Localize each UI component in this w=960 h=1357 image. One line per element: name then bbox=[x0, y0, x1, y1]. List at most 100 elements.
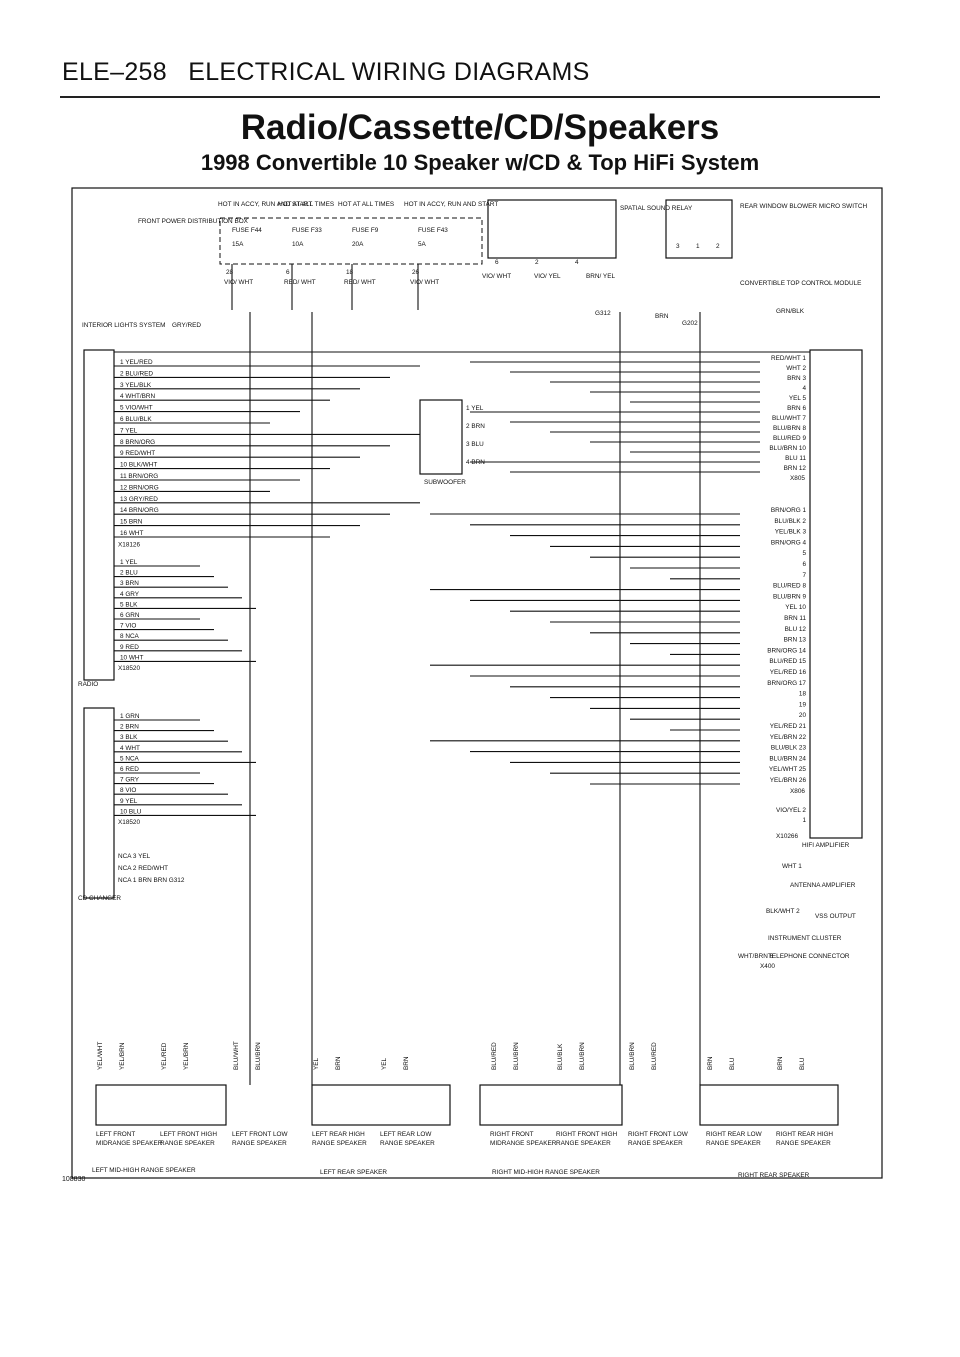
speaker-wire-label: YEL/BRN bbox=[119, 1042, 126, 1070]
page-number: ELE–258 bbox=[62, 58, 167, 86]
instrument-cluster-label: INSTRUMENT CLUSTER bbox=[768, 935, 842, 942]
relay-wire: VIO/ YEL bbox=[534, 273, 561, 280]
subwoofer-label: SUBWOOFER bbox=[424, 479, 466, 486]
amp-pin-label: BRN 12 bbox=[784, 465, 807, 472]
telephone-label: TELEPHONE CONNECTOR bbox=[768, 953, 850, 960]
amp-pin-label: BLU/BRN 10 bbox=[769, 445, 806, 452]
radio-pin-label: 8 BRN/ORG bbox=[120, 439, 155, 446]
interior-lights-label: INTERIOR LIGHTS SYSTEM bbox=[82, 322, 165, 329]
header-rule bbox=[60, 96, 880, 98]
speaker-wire-label: YEL/RED bbox=[161, 1042, 168, 1070]
cd-pin-label: 2 BRN bbox=[120, 724, 139, 731]
fuse-name: FUSE F43 bbox=[418, 227, 448, 234]
speaker-label: MIDRANGE SPEAKER bbox=[96, 1140, 163, 1147]
relay-wire: VIO/ WHT bbox=[482, 273, 511, 280]
speaker-label: LEFT REAR HIGH bbox=[312, 1131, 365, 1138]
subwoofer-pin-label: 1 YEL bbox=[466, 405, 484, 412]
fuse-rating: 15A bbox=[232, 241, 244, 248]
fuse-wire: VIO/ WHT bbox=[224, 279, 253, 286]
radio-pin-label: 7 VIO bbox=[120, 623, 136, 630]
switch-pin: 1 bbox=[696, 243, 700, 250]
radio-pin-label: 10 BLK/WHT bbox=[120, 462, 157, 469]
amp-pin-label: BRN 3 bbox=[787, 375, 806, 382]
telephone-connector: X400 bbox=[760, 963, 775, 970]
fuse-pin: 6 bbox=[286, 269, 290, 276]
hifi-amp-label: HIFI AMPLIFIER bbox=[802, 842, 850, 849]
radio-pin-label: 3 BRN bbox=[120, 580, 139, 587]
spatial-relay-outline bbox=[487, 199, 617, 259]
speaker-label: RIGHT REAR HIGH bbox=[776, 1131, 833, 1138]
radio-pin-label: 10 WHT bbox=[120, 654, 144, 661]
radio-outline bbox=[83, 349, 115, 681]
amp-pin-label: BRN 13 bbox=[784, 637, 807, 644]
speaker-label: LEFT FRONT LOW bbox=[232, 1131, 288, 1138]
ground-g202: G202 bbox=[682, 320, 698, 327]
amp-pin-label: 6 bbox=[802, 561, 806, 568]
fuse-pin: 18 bbox=[346, 269, 354, 276]
subwoofer-outline bbox=[419, 399, 463, 475]
speaker-wire-label: BLU/WHT bbox=[233, 1041, 240, 1070]
radio-pin-label: 16 WHT bbox=[120, 530, 144, 537]
amp-pin-label: 1 bbox=[802, 817, 806, 824]
radio-connector-name: X18520 bbox=[118, 665, 140, 672]
fuse-rating: 20A bbox=[352, 241, 364, 248]
telephone-wire: WHT/BRN 6 bbox=[738, 953, 774, 960]
amp-pin-label: 20 bbox=[799, 712, 807, 719]
speaker-wire-label: BLU/BRN bbox=[629, 1042, 636, 1070]
amp-pin-label: BLU/WHT 7 bbox=[772, 415, 806, 422]
radio-pin-label: 15 BRN bbox=[120, 519, 143, 526]
radio-pin-label: 12 BRN/ORG bbox=[120, 484, 159, 491]
fuse-pin: 28 bbox=[226, 269, 234, 276]
speaker-label: LEFT FRONT HIGH bbox=[160, 1131, 217, 1138]
radio-pin-label: 3 YEL/BLK bbox=[120, 382, 152, 389]
group-right-rear: RIGHT REAR SPEAKER bbox=[738, 1172, 810, 1179]
radio-connector-name: X18126 bbox=[118, 541, 140, 548]
fuse-wire: RED/ WHT bbox=[284, 279, 316, 286]
hifi-amp-outline bbox=[809, 349, 863, 839]
amp-connector-name: X805 bbox=[790, 475, 805, 482]
amp-pin-label: BLU/BRN 8 bbox=[773, 425, 806, 432]
interior-lights-wire: GRY/RED bbox=[172, 322, 201, 329]
speaker-wire-label: YEL/BRN bbox=[183, 1042, 190, 1070]
group-right-mid-high: RIGHT MID-HIGH RANGE SPEAKER bbox=[492, 1169, 600, 1176]
group-left-rear: LEFT REAR SPEAKER bbox=[320, 1169, 387, 1176]
speaker-wire-label: BLU/BLK bbox=[557, 1043, 564, 1070]
convertible-top-wire: GRN/BLK bbox=[776, 308, 805, 315]
fuse-source-label: HOT IN ACCY, RUN AND START bbox=[404, 201, 498, 208]
speaker-label: RANGE SPEAKER bbox=[312, 1140, 367, 1147]
amp-pin-label: BLU/RED 8 bbox=[773, 583, 806, 590]
amp-pin-label: BLU 11 bbox=[785, 455, 806, 462]
switch-pin: 2 bbox=[716, 243, 720, 250]
amp-connector-name: X10266 bbox=[776, 833, 798, 840]
amp-pin-label: RED/WHT 1 bbox=[771, 355, 806, 362]
speaker-wire-label: BLU bbox=[799, 1057, 806, 1070]
amp-pin-label: 5 bbox=[802, 550, 806, 557]
radio-pin-label: 2 BLU bbox=[120, 570, 138, 577]
amp-pin-label: 4 bbox=[802, 385, 806, 392]
radio-pin-label: 14 BRN/ORG bbox=[120, 507, 159, 514]
antenna-amp-wire: WHT 1 bbox=[782, 863, 802, 870]
subwoofer-pin-label: 3 BLU bbox=[466, 441, 484, 448]
amp-pin-label: YEL/BLK 3 bbox=[775, 529, 807, 536]
radio-pin-label: 5 VIO/WHT bbox=[120, 405, 153, 412]
ground-wire: BRN bbox=[655, 313, 669, 320]
right-mid-high-speakers bbox=[479, 1084, 623, 1126]
ground-g312: G312 bbox=[595, 310, 611, 317]
right-rear-speakers bbox=[699, 1084, 839, 1126]
radio-pin-label: 9 RED bbox=[120, 644, 139, 651]
amp-pin-label: BLU 12 bbox=[785, 626, 807, 633]
cd-extra-label: NCA 2 RED/WHT bbox=[118, 865, 168, 872]
left-rear-speakers bbox=[311, 1084, 451, 1126]
radio-pin-label: 1 YEL bbox=[120, 559, 138, 566]
speaker-wire-label: BLU/RED bbox=[491, 1042, 498, 1070]
amp-pin-label: YEL/BRN 26 bbox=[770, 777, 807, 784]
vss-output-label: VSS OUTPUT bbox=[815, 913, 856, 920]
speaker-label: LEFT FRONT bbox=[96, 1131, 135, 1138]
amp-pin-label: YEL/BRN 22 bbox=[770, 734, 807, 741]
radio-pin-label: 6 BLU/BLK bbox=[120, 416, 152, 423]
amp-pin-label: BRN/ORG 14 bbox=[767, 647, 806, 654]
